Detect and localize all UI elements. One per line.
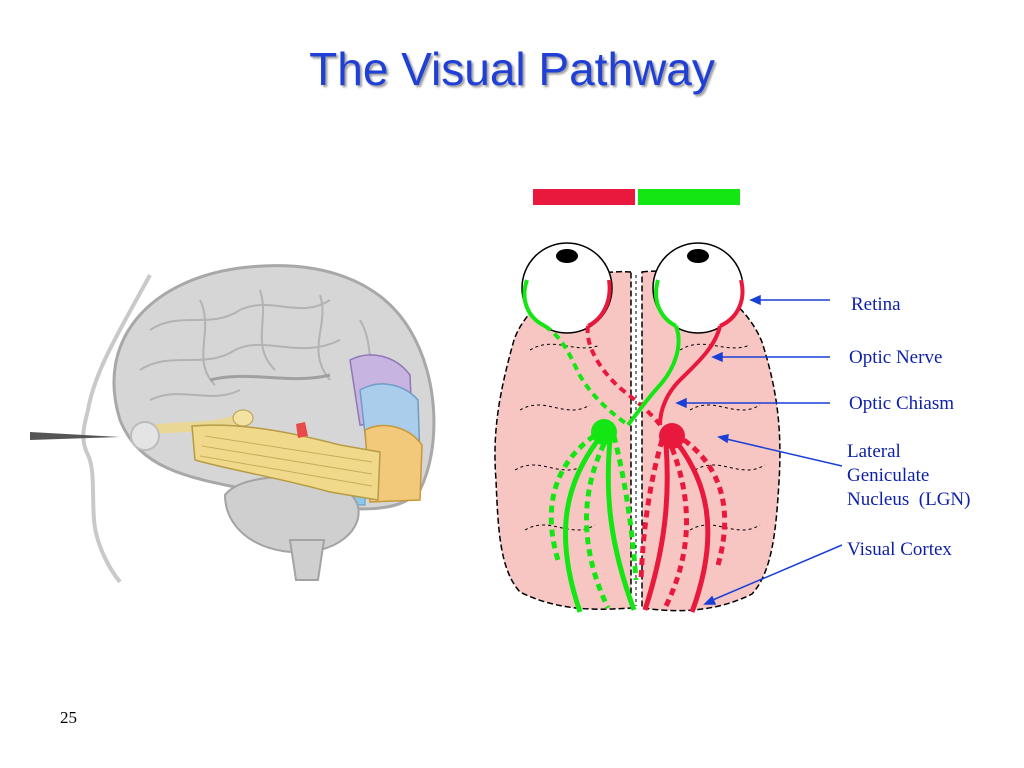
left-lgn — [591, 419, 617, 445]
visual-cortex-label: Visual Cortex — [847, 539, 952, 560]
visual-cortex-pointer — [707, 544, 843, 603]
lgn-label-line3: Nucleus (LGN) — [847, 489, 971, 510]
lgn-pointer — [721, 437, 843, 467]
optic-radiation-lateral — [191, 424, 381, 501]
lgn-label-line2: Geniculate — [847, 465, 930, 486]
eye-lateral — [232, 409, 254, 427]
head-profile-outline — [81, 274, 152, 584]
lgn-label-line1: Lateral — [847, 441, 901, 462]
slide-title: The Visual Pathway — [309, 43, 715, 95]
right-visual-field-bar — [638, 189, 740, 205]
retina-label: Retina — [851, 294, 901, 315]
left-eye-retina-temporal — [522, 279, 546, 328]
optic-chiasm-label: Optic Chiasm — [849, 393, 955, 414]
right-eye-retina-nasal — [654, 279, 678, 328]
right-lgn — [659, 423, 685, 449]
brainstem — [288, 539, 326, 581]
left-visual-field-bar — [533, 189, 635, 205]
lateral-brain-illustration — [30, 264, 436, 584]
lateral-sulcus — [209, 373, 331, 382]
right-eye-retina-temporal — [719, 279, 745, 328]
left-eye-retina-nasal — [586, 279, 612, 328]
left-eye — [521, 242, 613, 334]
superior-view-brain — [494, 242, 781, 613]
pointer-lines — [675, 294, 843, 605]
optic-nerve-label: Optic Nerve — [849, 347, 943, 368]
slide-number: 25 — [60, 708, 77, 727]
